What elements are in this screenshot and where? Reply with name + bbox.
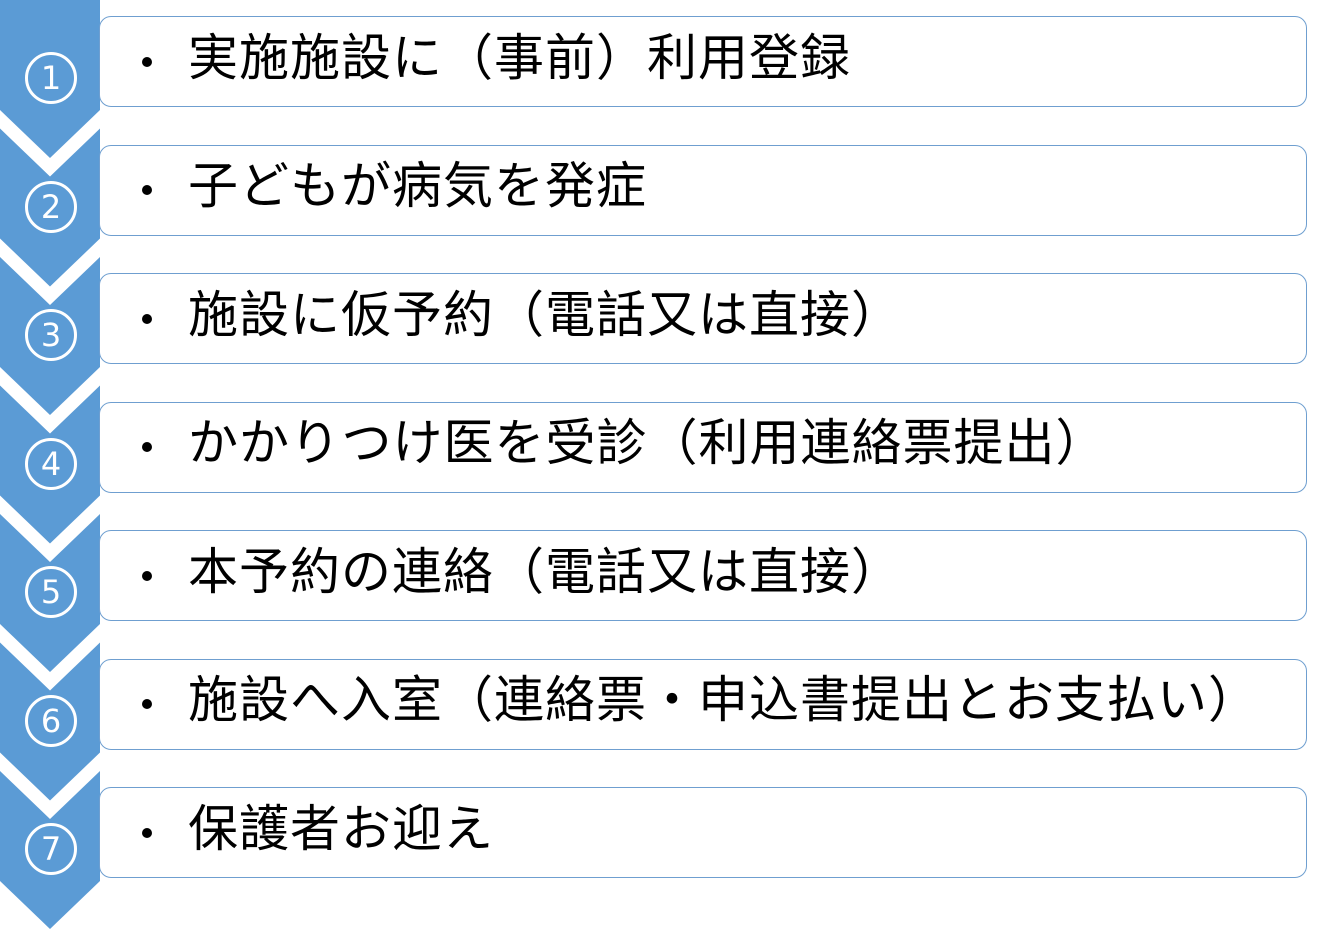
bullet-point	[142, 570, 152, 581]
step-box-2: 子どもが病気を発症	[99, 144, 1307, 236]
step-text: 施設に仮予約（電話又は直接）	[188, 285, 902, 344]
step-box-3: 施設に仮予約（電話又は直接）	[99, 273, 1307, 364]
step-box-4: かかりつけ医を受診（利用連絡票提出）	[99, 401, 1307, 493]
bullet-point	[142, 699, 152, 709]
step-text: 保護者お迎え	[188, 799, 494, 858]
step-box-1: 実施施設に（事前）利用登録	[99, 16, 1307, 107]
step-number-badge: 3	[25, 309, 77, 361]
step-text: かかりつけ医を受診（利用連絡票提出）	[188, 414, 1107, 472]
bullet-point	[142, 442, 152, 452]
step-text: 施設へ入室（連絡票・申込書提出とお支払い）	[188, 671, 1259, 729]
step-number-badge: 7	[25, 823, 77, 875]
bullet-point	[142, 827, 152, 838]
step-box-5: 本予約の連絡（電話又は直接）	[99, 530, 1307, 621]
step-text: 本予約の連絡（電話又は直接）	[188, 542, 902, 601]
step-number-badge: 6	[25, 694, 77, 747]
step-number-badge: 1	[25, 52, 77, 104]
bullet-point	[142, 313, 152, 324]
step-box-6: 施設へ入室（連絡票・申込書提出とお支払い）	[99, 658, 1307, 750]
step-box-7: 保護者お迎え	[99, 787, 1307, 878]
step-text: 実施施設に（事前）利用登録	[188, 28, 851, 87]
step-number-badge: 4	[25, 437, 77, 490]
bullet-point	[142, 185, 152, 195]
bullet-point	[142, 56, 152, 67]
step-number-badge: 2	[25, 180, 77, 233]
step-number-badge: 5	[25, 566, 77, 618]
step-text: 子どもが病気を発症	[188, 157, 647, 215]
